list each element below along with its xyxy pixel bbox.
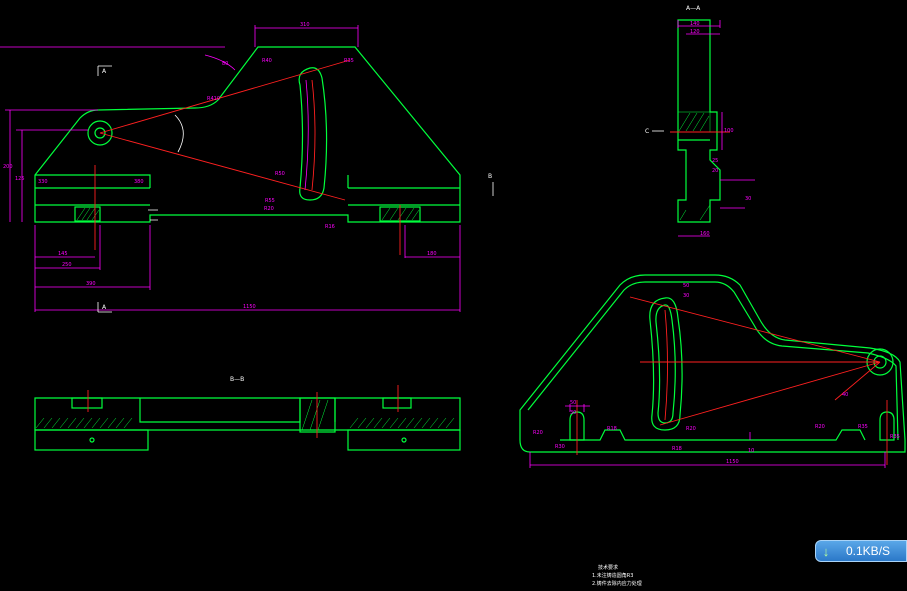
svg-text:2.铸件去除内应力处理: 2.铸件去除内应力处理 (592, 580, 642, 587)
down-arrow-icon: ↓ (822, 543, 830, 559)
svg-text:30: 30 (570, 410, 576, 416)
svg-text:R50: R50 (275, 171, 285, 177)
svg-text:R20: R20 (815, 424, 825, 430)
svg-text:50: 50 (683, 283, 689, 289)
svg-text:25: 25 (712, 158, 718, 164)
svg-text:390: 390 (86, 281, 96, 287)
svg-text:380: 380 (134, 179, 144, 185)
front-view-outline (34, 46, 461, 223)
svg-text:20: 20 (712, 168, 718, 174)
svg-text:技术要求: 技术要求 (598, 564, 618, 571)
svg-text:250: 250 (62, 262, 72, 268)
svg-text:1.未注铸造圆角R3: 1.未注铸造圆角R3 (592, 572, 633, 579)
arc-slot (298, 67, 328, 201)
svg-text:125: 125 (15, 176, 25, 182)
svg-text:30: 30 (745, 196, 751, 202)
svg-text:100: 100 (724, 128, 734, 134)
svg-text:R35: R35 (858, 424, 868, 430)
technical-notes: 技术要求 1.未注铸造圆角R3 2.铸件去除内应力处理 (592, 564, 642, 587)
svg-text:A—A: A—A (686, 5, 701, 12)
download-rate: 0.1KB/S (846, 544, 891, 558)
front-view: 310 80 R40 R35 R410 R50 R55 R20 R16 330 … (0, 22, 494, 313)
svg-text:R35: R35 (890, 434, 900, 440)
rear-view-outline (519, 274, 906, 453)
section-bb: B—B (34, 376, 461, 451)
svg-text:B—B: B—B (230, 376, 244, 383)
svg-text:A: A (102, 304, 107, 311)
pivot-boss (87, 120, 113, 146)
svg-text:A: A (102, 68, 107, 75)
svg-text:R18: R18 (607, 426, 617, 432)
svg-text:80: 80 (222, 61, 228, 67)
svg-text:R16: R16 (325, 224, 335, 230)
svg-text:R55: R55 (265, 198, 275, 204)
svg-text:310: 310 (300, 22, 310, 28)
network-speed-badge[interactable]: ↓ 0.1KB/S (815, 540, 907, 562)
section-aa: A—A 140 120 160 100 25 20 30 C (645, 5, 755, 237)
svg-text:30: 30 (683, 293, 689, 299)
svg-text:R20: R20 (264, 206, 274, 212)
svg-text:R40: R40 (262, 58, 272, 64)
svg-text:R18: R18 (672, 446, 682, 452)
rear-view: 50 30 50 30 R20 R30 R18 R20 R18 R20 R35 … (519, 274, 906, 468)
svg-text:40: 40 (842, 392, 848, 398)
svg-text:180: 180 (427, 251, 437, 257)
svg-text:C: C (645, 128, 649, 135)
svg-text:1150: 1150 (726, 459, 739, 465)
svg-text:140: 140 (690, 21, 700, 27)
svg-text:1150: 1150 (243, 304, 256, 310)
svg-text:B: B (488, 173, 492, 180)
svg-text:145: 145 (58, 251, 68, 257)
svg-text:200: 200 (3, 164, 13, 170)
svg-text:120: 120 (690, 29, 700, 35)
svg-text:R20: R20 (686, 426, 696, 432)
svg-text:R20: R20 (533, 430, 543, 436)
svg-text:160: 160 (700, 231, 710, 237)
svg-text:10: 10 (748, 448, 754, 454)
svg-text:R410: R410 (207, 96, 220, 102)
svg-text:330: 330 (38, 179, 48, 185)
svg-text:R30: R30 (555, 444, 565, 450)
svg-text:R35: R35 (344, 58, 354, 64)
svg-text:50: 50 (570, 400, 576, 406)
